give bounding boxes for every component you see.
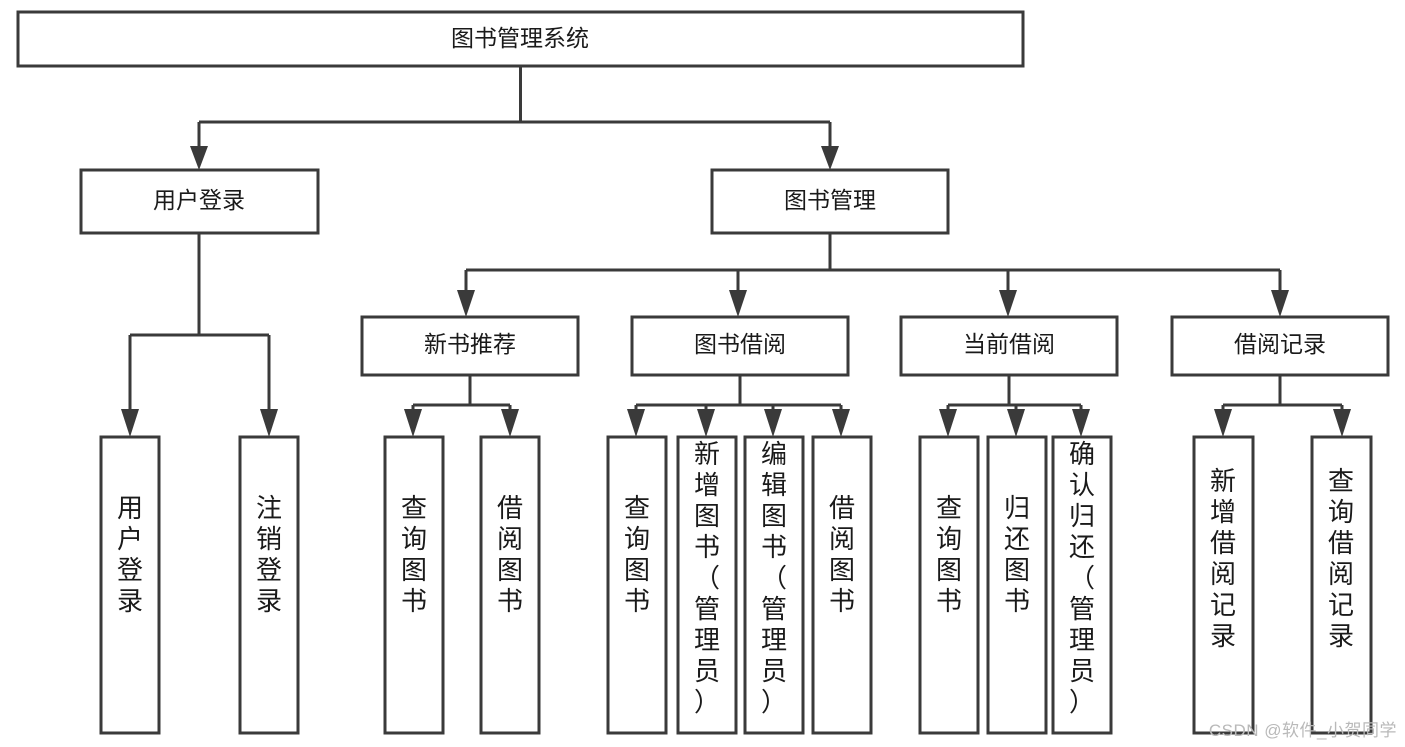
- node-label-leaf-add-book: 新增图书（管理员）: [694, 439, 720, 717]
- arrow-leaf-query-book-2: [627, 409, 645, 437]
- node-leaf-user-login[interactable]: 用户登录: [99, 435, 161, 735]
- node-label-leaf-add-record: 新增借阅记录: [1210, 466, 1236, 651]
- node-leaf-borrow-book-1[interactable]: 借阅图书: [479, 435, 541, 735]
- arrow-leaf-logout: [260, 409, 278, 437]
- arrow-leaf-edit-book: [764, 409, 782, 437]
- node-leaf-query-book-3[interactable]: 查询图书: [918, 435, 980, 735]
- node-label-root: 图书管理系统: [451, 25, 589, 51]
- node-box-leaf-add-record[interactable]: [1192, 435, 1255, 735]
- node-label-leaf-user-login: 用户登录: [117, 493, 143, 616]
- arrow-user-login: [190, 146, 208, 170]
- node-leaf-logout-login[interactable]: 注销登录: [238, 435, 300, 735]
- node-label-current-borrow: 当前借阅: [963, 331, 1055, 357]
- node-box-leaf-query-book-2[interactable]: [606, 435, 668, 735]
- connector-layer: [121, 66, 1351, 437]
- node-label-leaf-return-book: 归还图书: [1004, 493, 1030, 616]
- node-box-leaf-edit-book[interactable]: [743, 435, 805, 735]
- arrow-leaf-borrow-book-2: [832, 409, 850, 437]
- node-box-borrow-record[interactable]: [1170, 315, 1390, 377]
- node-box-leaf-return-book[interactable]: [986, 435, 1048, 735]
- node-box-user-login[interactable]: [79, 168, 320, 235]
- arrow-leaf-query-record: [1333, 409, 1351, 437]
- node-label-leaf-edit-book: 编辑图书（管理员）: [761, 439, 787, 717]
- node-book-borrow[interactable]: 图书借阅: [630, 315, 850, 377]
- arrow-leaf-user-login: [121, 409, 139, 437]
- node-label-book-borrow: 图书借阅: [694, 331, 786, 357]
- node-label-borrow-record: 借阅记录: [1234, 331, 1326, 357]
- node-label-new-book-recommend: 新书推荐: [424, 331, 516, 357]
- node-box-leaf-logout-login[interactable]: [238, 435, 300, 735]
- node-label-leaf-query-book-2: 查询图书: [624, 493, 650, 616]
- node-box-leaf-query-book-1[interactable]: [383, 435, 445, 735]
- arrow-new-book-recommend: [457, 290, 475, 317]
- arrow-book-manage: [821, 146, 839, 170]
- arrow-leaf-add-record: [1214, 409, 1232, 437]
- node-label-leaf-logout-login: 注销登录: [256, 493, 282, 616]
- arrow-book-borrow: [729, 290, 747, 317]
- node-box-leaf-borrow-book-1[interactable]: [479, 435, 541, 735]
- node-label-book-manage: 图书管理: [784, 187, 876, 213]
- node-leaf-query-book-2[interactable]: 查询图书: [606, 435, 668, 735]
- node-label-leaf-query-book-3: 查询图书: [936, 493, 962, 616]
- arrow-leaf-query-book-3: [939, 409, 957, 437]
- arrow-current-borrow: [999, 290, 1017, 317]
- node-leaf-confirm-return[interactable]: 确认归还（管理员）: [1051, 435, 1113, 735]
- node-box-leaf-confirm-return[interactable]: [1051, 435, 1113, 735]
- node-box-leaf-user-login[interactable]: [99, 435, 161, 735]
- node-leaf-query-book-1[interactable]: 查询图书: [383, 435, 445, 735]
- arrow-leaf-borrow-book-1: [501, 409, 519, 437]
- node-leaf-query-record[interactable]: 查询借阅记录: [1310, 435, 1373, 735]
- node-label-leaf-query-record: 查询借阅记录: [1328, 466, 1354, 651]
- csdn-watermark: CSDN @软件_小贺同学: [1208, 721, 1397, 740]
- node-root-system[interactable]: 图书管理系统: [16, 10, 1025, 68]
- node-box-leaf-query-record[interactable]: [1310, 435, 1373, 735]
- node-label-leaf-borrow-book-2: 借阅图书: [829, 493, 855, 616]
- node-leaf-return-book[interactable]: 归还图书: [986, 435, 1048, 735]
- node-box-current-borrow[interactable]: [899, 315, 1119, 377]
- arrow-leaf-query-book-1: [404, 409, 422, 437]
- arrow-leaf-return-book: [1007, 409, 1025, 437]
- node-box-leaf-add-book[interactable]: [676, 435, 738, 735]
- node-box-root[interactable]: [16, 10, 1025, 68]
- node-box-new-book-recommend[interactable]: [360, 315, 580, 377]
- node-new-book-recommend[interactable]: 新书推荐: [360, 315, 580, 377]
- node-label-leaf-borrow-book-1: 借阅图书: [497, 493, 523, 616]
- node-box-book-borrow[interactable]: [630, 315, 850, 377]
- node-leaf-edit-book[interactable]: 编辑图书（管理员）: [743, 435, 805, 735]
- node-leaf-borrow-book-2[interactable]: 借阅图书: [811, 435, 873, 735]
- node-label-leaf-confirm-return: 确认归还（管理员）: [1069, 439, 1095, 717]
- arrow-borrow-record: [1271, 290, 1289, 317]
- node-current-borrow[interactable]: 当前借阅: [899, 315, 1119, 377]
- arrow-leaf-add-book: [697, 409, 715, 437]
- node-label-user-login: 用户登录: [153, 187, 245, 213]
- arrow-leaf-confirm-return: [1072, 409, 1090, 437]
- node-borrow-record[interactable]: 借阅记录: [1170, 315, 1390, 377]
- node-box-leaf-query-book-3[interactable]: [918, 435, 980, 735]
- node-leaf-add-record[interactable]: 新增借阅记录: [1192, 435, 1255, 735]
- node-leaf-add-book[interactable]: 新增图书（管理员）: [676, 435, 738, 735]
- node-book-manage[interactable]: 图书管理: [710, 168, 950, 235]
- node-box-book-manage[interactable]: [710, 168, 950, 235]
- node-user-login[interactable]: 用户登录: [79, 168, 320, 235]
- node-label-leaf-query-book-1: 查询图书: [401, 493, 427, 616]
- node-box-leaf-borrow-book-2[interactable]: [811, 435, 873, 735]
